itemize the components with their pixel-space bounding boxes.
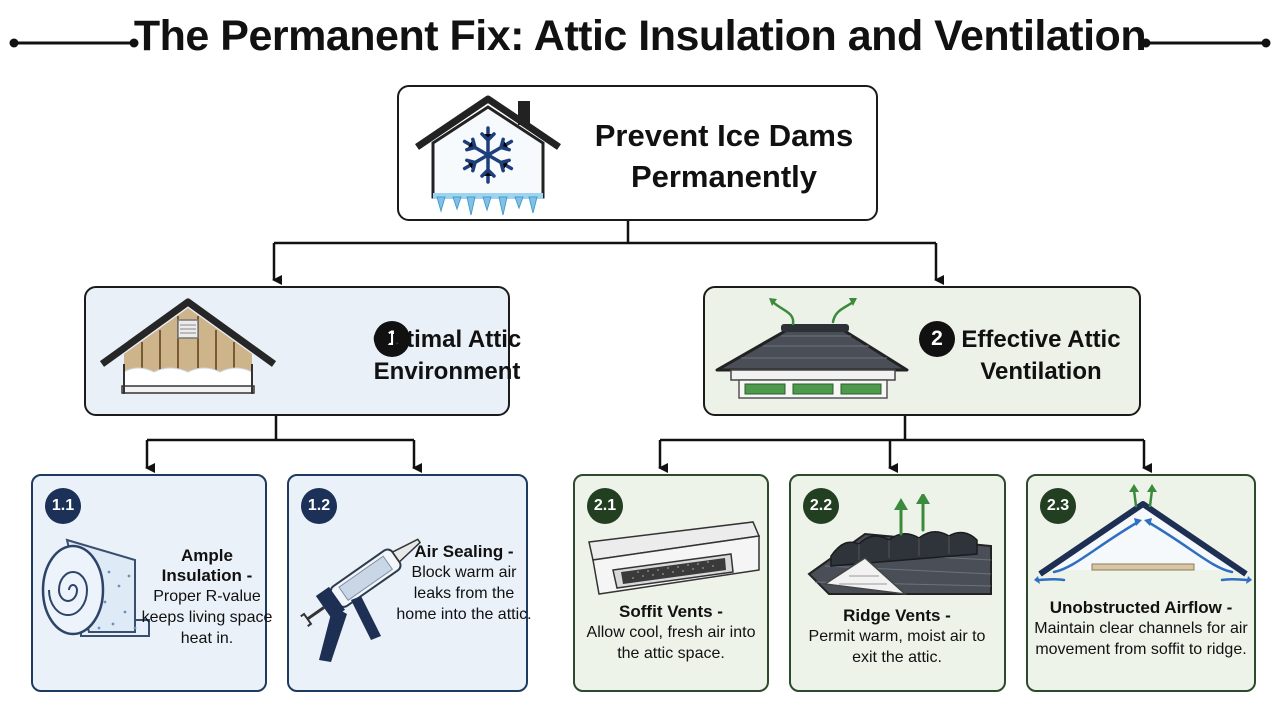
insulation-roll-icon: [41, 538, 150, 637]
category-2-connector: [660, 416, 1144, 442]
ridge-vent-icon: [807, 494, 992, 596]
item-1-1-desc: Proper R-value keeps living space heat i…: [141, 588, 273, 647]
root-node: Prevent Ice Dams Permanently: [397, 85, 878, 221]
item-1-2-title: Air Sealing -: [414, 542, 514, 561]
title-rule-right-dot-outer: [1261, 38, 1271, 48]
item-1-2-desc: Block warm air leaks from the home into …: [396, 564, 532, 623]
category-1-number: 1: [374, 321, 410, 357]
title-rule-left-dot-inner: [129, 38, 139, 48]
item-1-1-text: Ample Insulation - Proper R-value keeps …: [141, 546, 273, 649]
item-1-2-badge: 1.2: [301, 488, 337, 524]
insulated-attic-icon: [99, 298, 277, 394]
item-1-2-text: Air Sealing - Block warm air leaks from …: [393, 542, 535, 625]
item-1-1-title: Ample Insulation -: [161, 546, 253, 585]
item-2-2-text: Ridge Vents - Permit warm, moist air to …: [799, 606, 995, 668]
house-snowflake-icon: [415, 95, 561, 216]
title-rule-right-dot-inner: [1141, 38, 1151, 48]
item-unobstructed-airflow: 2.3 Unobstructed Airflow - Maintain clea…: [1026, 474, 1256, 692]
item-2-3-text: Unobstructed Airflow - Maintain clear ch…: [1034, 598, 1248, 660]
item-2-1-text: Soffit Vents - Allow cool, fresh air int…: [583, 602, 759, 664]
item-2-2-desc: Permit warm, moist air to exit the attic…: [808, 628, 986, 666]
title-decorations: [9, 38, 1271, 48]
item-soffit-vents: 2.1 Soffit Vents - Allow cool, fresh air…: [573, 474, 769, 692]
page-title: The Permanent Fix: Attic Insulation and …: [133, 12, 1147, 60]
item-2-1-badge: 2.1: [587, 488, 623, 524]
item-2-3-desc: Maintain clear channels for air movement…: [1034, 620, 1248, 658]
root-connector: [274, 221, 936, 245]
title-rule-left-dot-outer: [9, 38, 19, 48]
category-1-label: Optimal Attic Environment: [372, 326, 522, 385]
airflow-attic-icon: [1034, 484, 1252, 584]
soffit-vent-icon: [588, 521, 761, 595]
category-2-number: 2: [919, 321, 955, 357]
caulk-gun-icon: [300, 538, 422, 662]
item-2-3-title: Unobstructed Airflow -: [1049, 598, 1233, 617]
item-ample-insulation: 1.1 Ample Insulation - Proper R-value ke…: [31, 474, 272, 692]
item-air-sealing: 1.2 Air Sealing - Block warm air leaks f…: [287, 474, 532, 692]
item-1-1-badge: 1.1: [45, 488, 81, 524]
category-effective-attic-ventilation: 2 Effective Attic Ventilation: [703, 286, 1141, 416]
item-2-1-desc: Allow cool, fresh air into the attic spa…: [586, 624, 756, 662]
category-2-label: Effective Attic Ventilation: [961, 326, 1121, 385]
item-2-1-title: Soffit Vents -: [619, 602, 723, 621]
item-2-2-badge: 2.2: [803, 488, 839, 524]
item-ridge-vents: 2.2 Ridge Vents - Permit warm, moist air…: [789, 474, 1006, 692]
category-1-connector: [147, 416, 414, 442]
item-2-2-title: Ridge Vents -: [843, 606, 951, 625]
root-label: Prevent Ice Dams Permanently: [594, 118, 854, 194]
item-2-3-badge: 2.3: [1040, 488, 1076, 524]
vented-roof-icon: [715, 298, 909, 399]
category-optimal-attic-environment: 1 Optimal Attic Environment: [84, 286, 521, 416]
